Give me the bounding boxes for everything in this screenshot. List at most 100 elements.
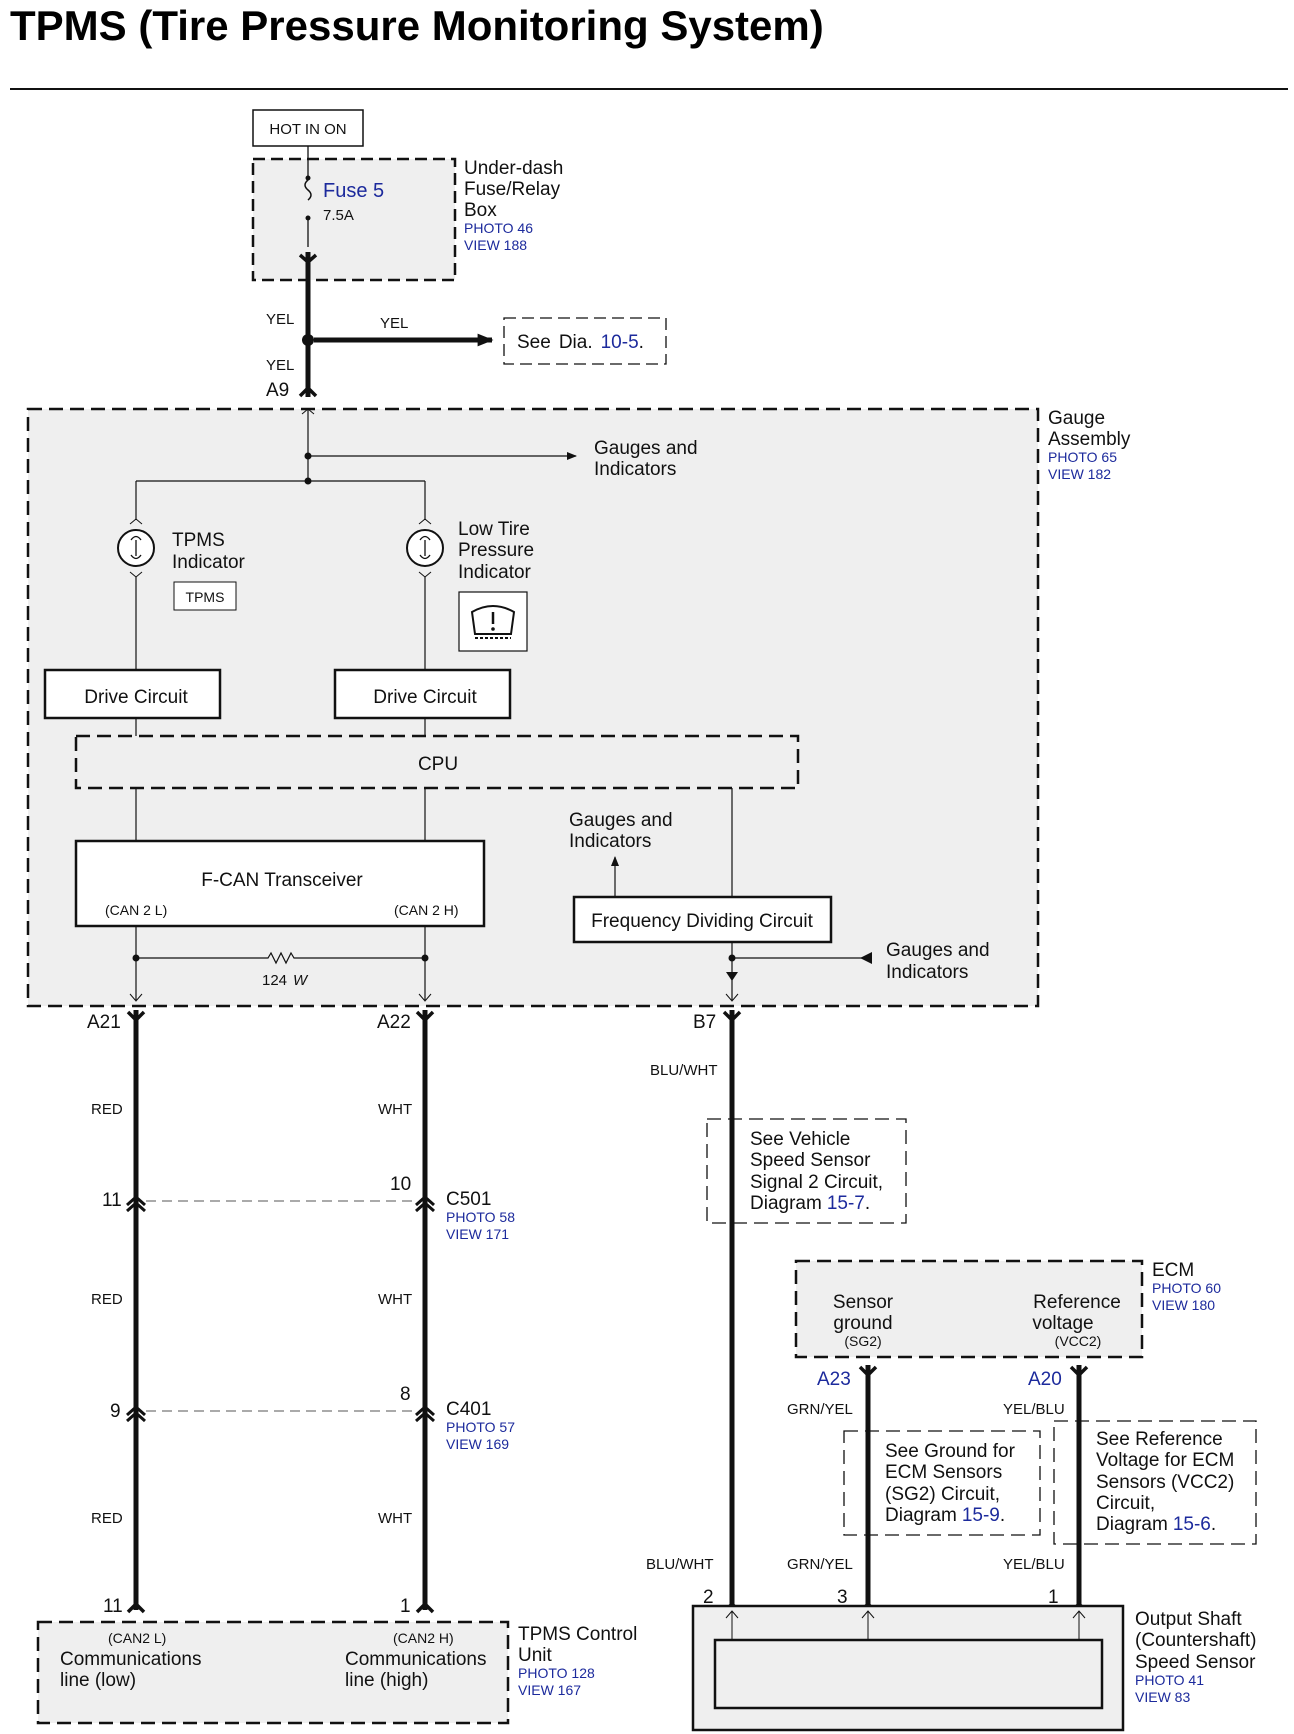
gauge-assembly-line-1: Gauge [1048,408,1105,429]
c401-name: C401 [446,1399,491,1420]
splice-point [302,334,314,346]
gauge-assembly-view: VIEW 182 [1048,466,1111,482]
speed-sensor-line-3: Speed Sensor [1135,1652,1256,1673]
low-tire-line-3: Indicator [458,562,532,583]
c501-view: VIEW 171 [446,1226,509,1242]
resistor-ohms: 124 [262,972,287,989]
see-sg2-line-2: ECM Sensors [885,1462,1002,1483]
low-tire-line-2: Pressure [458,540,534,561]
see-vss-line-1: See Vehicle [750,1129,850,1150]
ecm-ref-voltage-line-1: Reference [1033,1292,1121,1313]
see-dia-10-5-suffix: . [639,332,644,353]
fuse-box-view: VIEW 188 [464,237,527,253]
wire-label-grnyel-top: GRN/YEL [787,1401,853,1418]
see-vcc2-num: 15-6 [1173,1514,1211,1535]
tpms-control-unit-box [36,1620,510,1725]
see-dia-10-5-box [503,317,667,365]
speed-sensor-pin-1: 1 [1048,1587,1059,1608]
terminal-a22: A22 [377,1012,411,1033]
wire-label-bluwht-top: BLU/WHT [650,1062,718,1079]
wire-label-red-3: RED [91,1510,123,1527]
gauges-indicators-3-line-1: Gauges and [886,940,990,961]
tpms-unit-pin-left: 11 [103,1596,123,1617]
wire-label-bluwht-bottom: BLU/WHT [646,1556,714,1573]
c401-pin-right-symbol [415,1404,435,1423]
tpms-unit-comm-low-line-2: line (low) [60,1670,136,1691]
ecm-box [794,1259,1144,1359]
freq-dividing-circuit-label: Frequency Dividing Circuit [591,911,813,932]
hot-in-on-label: HOT IN ON [269,121,346,138]
see-vcc2-suffix: . [1211,1514,1216,1535]
wire-label-wht-3: WHT [378,1510,412,1527]
ecm-sensor-ground-line-2: ground [833,1313,892,1334]
tpms-badge [173,581,237,611]
fuse-box-line-1: Under-dash [464,158,563,179]
wire-label-grnyel-bottom: GRN/YEL [787,1556,853,1573]
terminal-b7: B7 [693,1012,716,1033]
wire-label-yel-branch: YEL [380,315,408,332]
gauges-indicators-2-line-1: Gauges and [569,810,673,831]
c401-pin-left: 9 [110,1401,121,1422]
wire-label-wht-1: WHT [378,1101,412,1118]
tpms-indicator-line-1: TPMS [172,530,225,551]
tpms-unit-comm-high-line-1: Communications [345,1649,487,1670]
see-dia-10-5-prefix: See [517,332,551,353]
c501-pin-right: 10 [390,1174,411,1195]
c501-pin-left: 11 [102,1190,122,1211]
see-sg2-line-1: See Ground for [885,1441,1016,1462]
ecm-ref-voltage-line-2: voltage [1032,1313,1093,1334]
page-title: TPMS (Tire Pressure Monitoring System) [10,2,824,49]
termination-resistor [136,951,425,965]
speed-sensor-photo: PHOTO 41 [1135,1672,1204,1688]
see-vcc2-line-3: Sensors (VCC2) [1096,1472,1234,1493]
see-dia-10-5-num: 10-5 [601,332,639,353]
tpms-unit-comm-low-line-1: Communications [60,1649,202,1670]
gauges-indicators-3-line-2: Indicators [886,962,968,983]
gauge-assembly-line-2: Assembly [1048,429,1131,450]
ecm-photo: PHOTO 60 [1152,1280,1221,1296]
see-vss-dia: Diagram [750,1193,822,1214]
c501-name: C501 [446,1189,491,1210]
wire-label-yel-lower: YEL [266,357,294,374]
see-vss-line-3: Signal 2 Circuit, [750,1172,883,1193]
see-vss-num: 15-7 [827,1193,865,1214]
fuse-box-line-3: Box [464,200,497,221]
speed-sensor-line-2: (Countershaft) [1135,1630,1256,1651]
see-sg2-num: 15-9 [962,1505,1000,1526]
tpms-unit-comm-high-line-2: line (high) [345,1670,428,1691]
fcan-can2l: (CAN 2 L) [105,902,167,918]
c501-pin-right-symbol [415,1194,435,1213]
ecm-sg2: (SG2) [844,1333,881,1349]
c401-view: VIEW 169 [446,1436,509,1452]
ecm-name: ECM [1152,1260,1194,1281]
wire-label-yel-upper: YEL [266,311,294,328]
wire-label-yelblu-bottom: YEL/BLU [1003,1556,1065,1573]
cpu-box [74,734,800,790]
gauges-indicators-1-line-1: Gauges and [594,438,698,459]
ecm-view: VIEW 180 [1152,1297,1215,1313]
tpms-unit-can2h: (CAN2 H) [393,1630,454,1646]
tpms-unit-photo: PHOTO 128 [518,1665,595,1681]
see-vss-line-2: Speed Sensor [750,1150,871,1171]
see-sg2-suffix: . [1000,1505,1005,1526]
tpms-badge-label: TPMS [186,589,225,605]
gauges-indicators-1-line-2: Indicators [594,459,676,480]
tpms-unit-view: VIEW 167 [518,1682,581,1698]
fcan-transceiver-box [74,839,486,928]
low-tire-warning-icon [458,591,528,652]
tpms-unit-line-2: Unit [518,1645,553,1666]
terminal-a9: A9 [266,380,289,401]
ecm-terminal-a23: A23 [817,1369,851,1390]
see-vcc2-line-4: Circuit, [1096,1493,1155,1514]
fcan-transceiver-label: F-CAN Transceiver [201,870,363,891]
speed-sensor-pin-2: 2 [703,1587,714,1608]
c401-photo: PHOTO 57 [446,1419,515,1435]
c401-pin-right: 8 [400,1384,411,1405]
tpms-indicator-line-2: Indicator [172,552,246,573]
tpms-unit-pin-right: 1 [400,1596,411,1617]
fcan-can2h: (CAN 2 H) [394,902,459,918]
